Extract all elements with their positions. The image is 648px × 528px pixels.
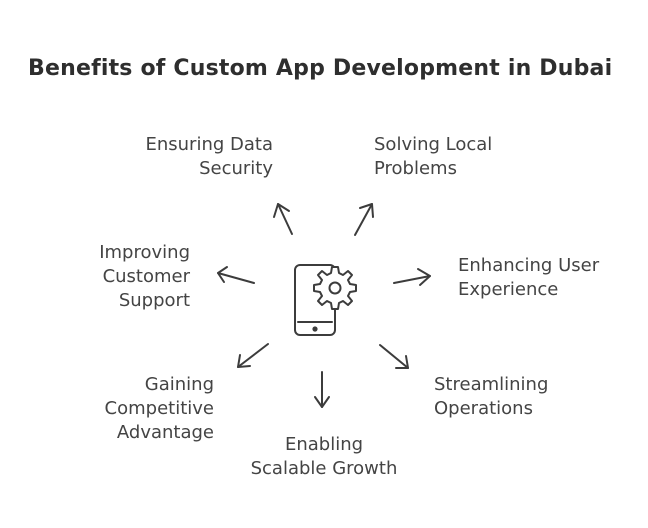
- gear-hub: [328, 281, 342, 295]
- arrow-customer-support: [217, 266, 255, 284]
- arrow-scalable-growth: [314, 371, 330, 408]
- arrow-local-problems: [354, 203, 374, 236]
- arrow-competitive-advantage: [237, 343, 269, 368]
- diagram-title: Benefits of Custom App Development in Du…: [28, 56, 613, 81]
- gear-outline: [313, 266, 357, 310]
- arrow-data-security: [273, 203, 293, 235]
- smartphone-gear-icon: [294, 264, 357, 336]
- phone-button: [312, 326, 318, 332]
- arrow-streamlining: [379, 344, 409, 369]
- arrow-user-experience: [393, 268, 431, 286]
